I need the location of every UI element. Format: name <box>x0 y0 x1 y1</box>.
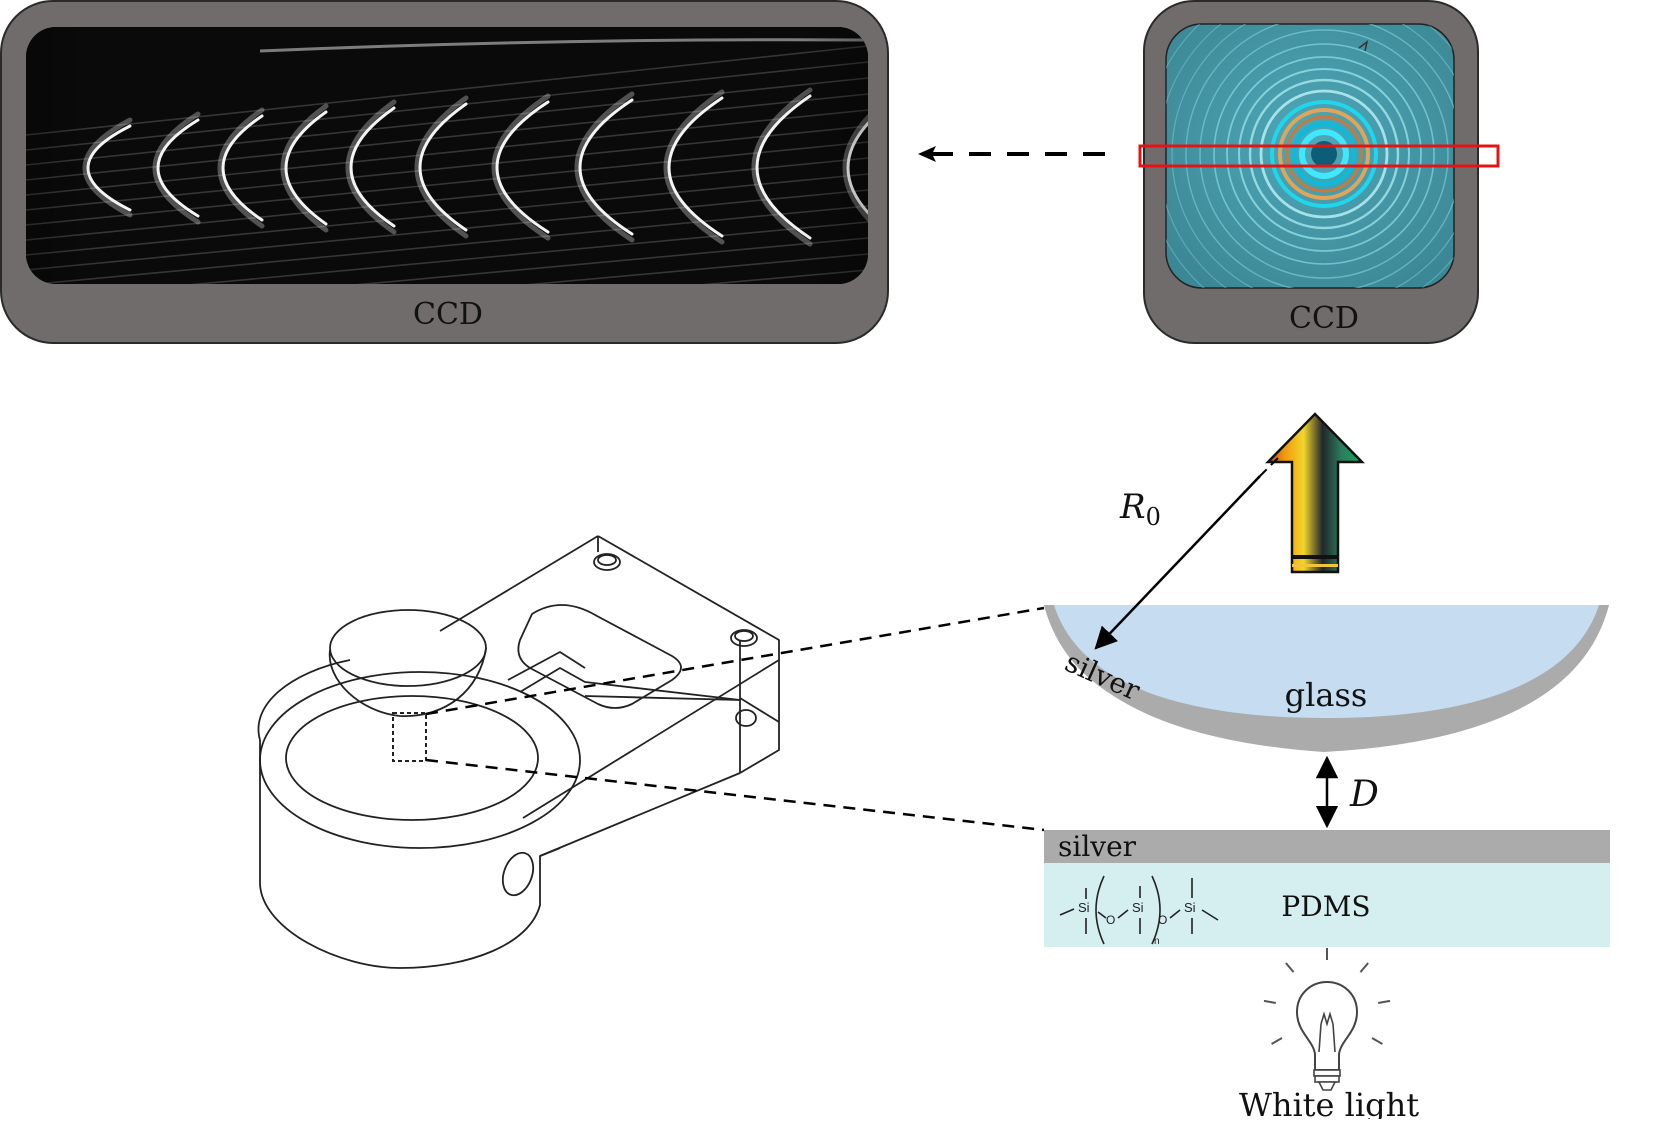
selection-box <box>1138 144 1500 168</box>
pdms-formula <box>1059 875 1219 945</box>
substrate: silver PDMS Si O Si n O Si <box>1044 830 1610 947</box>
light-bulb-icon <box>1262 947 1392 1091</box>
svg-text:Si: Si <box>1184 900 1196 915</box>
svg-text:Si: Si <box>1132 900 1144 915</box>
ccd-right-label: CCD <box>1289 301 1359 336</box>
ccd-left-label: CCD <box>413 297 483 332</box>
pdms-formula-text: Si O Si n O Si <box>1078 900 1196 947</box>
glass-label: glass <box>1285 676 1368 714</box>
gap-indicator: D <box>1315 755 1379 829</box>
silver-label-bottom: silver <box>1058 830 1137 863</box>
glass-body <box>1054 605 1599 718</box>
white-light-label: White light <box>1239 1086 1419 1119</box>
spectrum-image <box>26 27 868 284</box>
light-up-arrow <box>1265 412 1365 574</box>
ccd-left-camera: CCD <box>0 0 889 344</box>
svg-text:Si: Si <box>1078 900 1090 915</box>
svg-text:O: O <box>1158 913 1167 927</box>
radius-indicator: R0 <box>1094 457 1279 650</box>
ccd-right-camera: CCD <box>1138 0 1500 344</box>
svg-text:n: n <box>1154 936 1160 947</box>
pdms-label: PDMS <box>1281 890 1370 923</box>
lens <box>1044 605 1609 752</box>
svg-text:O: O <box>1106 913 1115 927</box>
zoom-region <box>392 712 427 762</box>
distance-label: D <box>1349 774 1379 815</box>
readout-arrow <box>918 146 1105 162</box>
radius-label: R0 <box>1119 487 1161 531</box>
silver-layer-bottom <box>1044 830 1610 863</box>
pdms-layer <box>1044 863 1610 947</box>
zoom-lines <box>425 606 1045 832</box>
apparatus-drawing <box>257 535 780 969</box>
